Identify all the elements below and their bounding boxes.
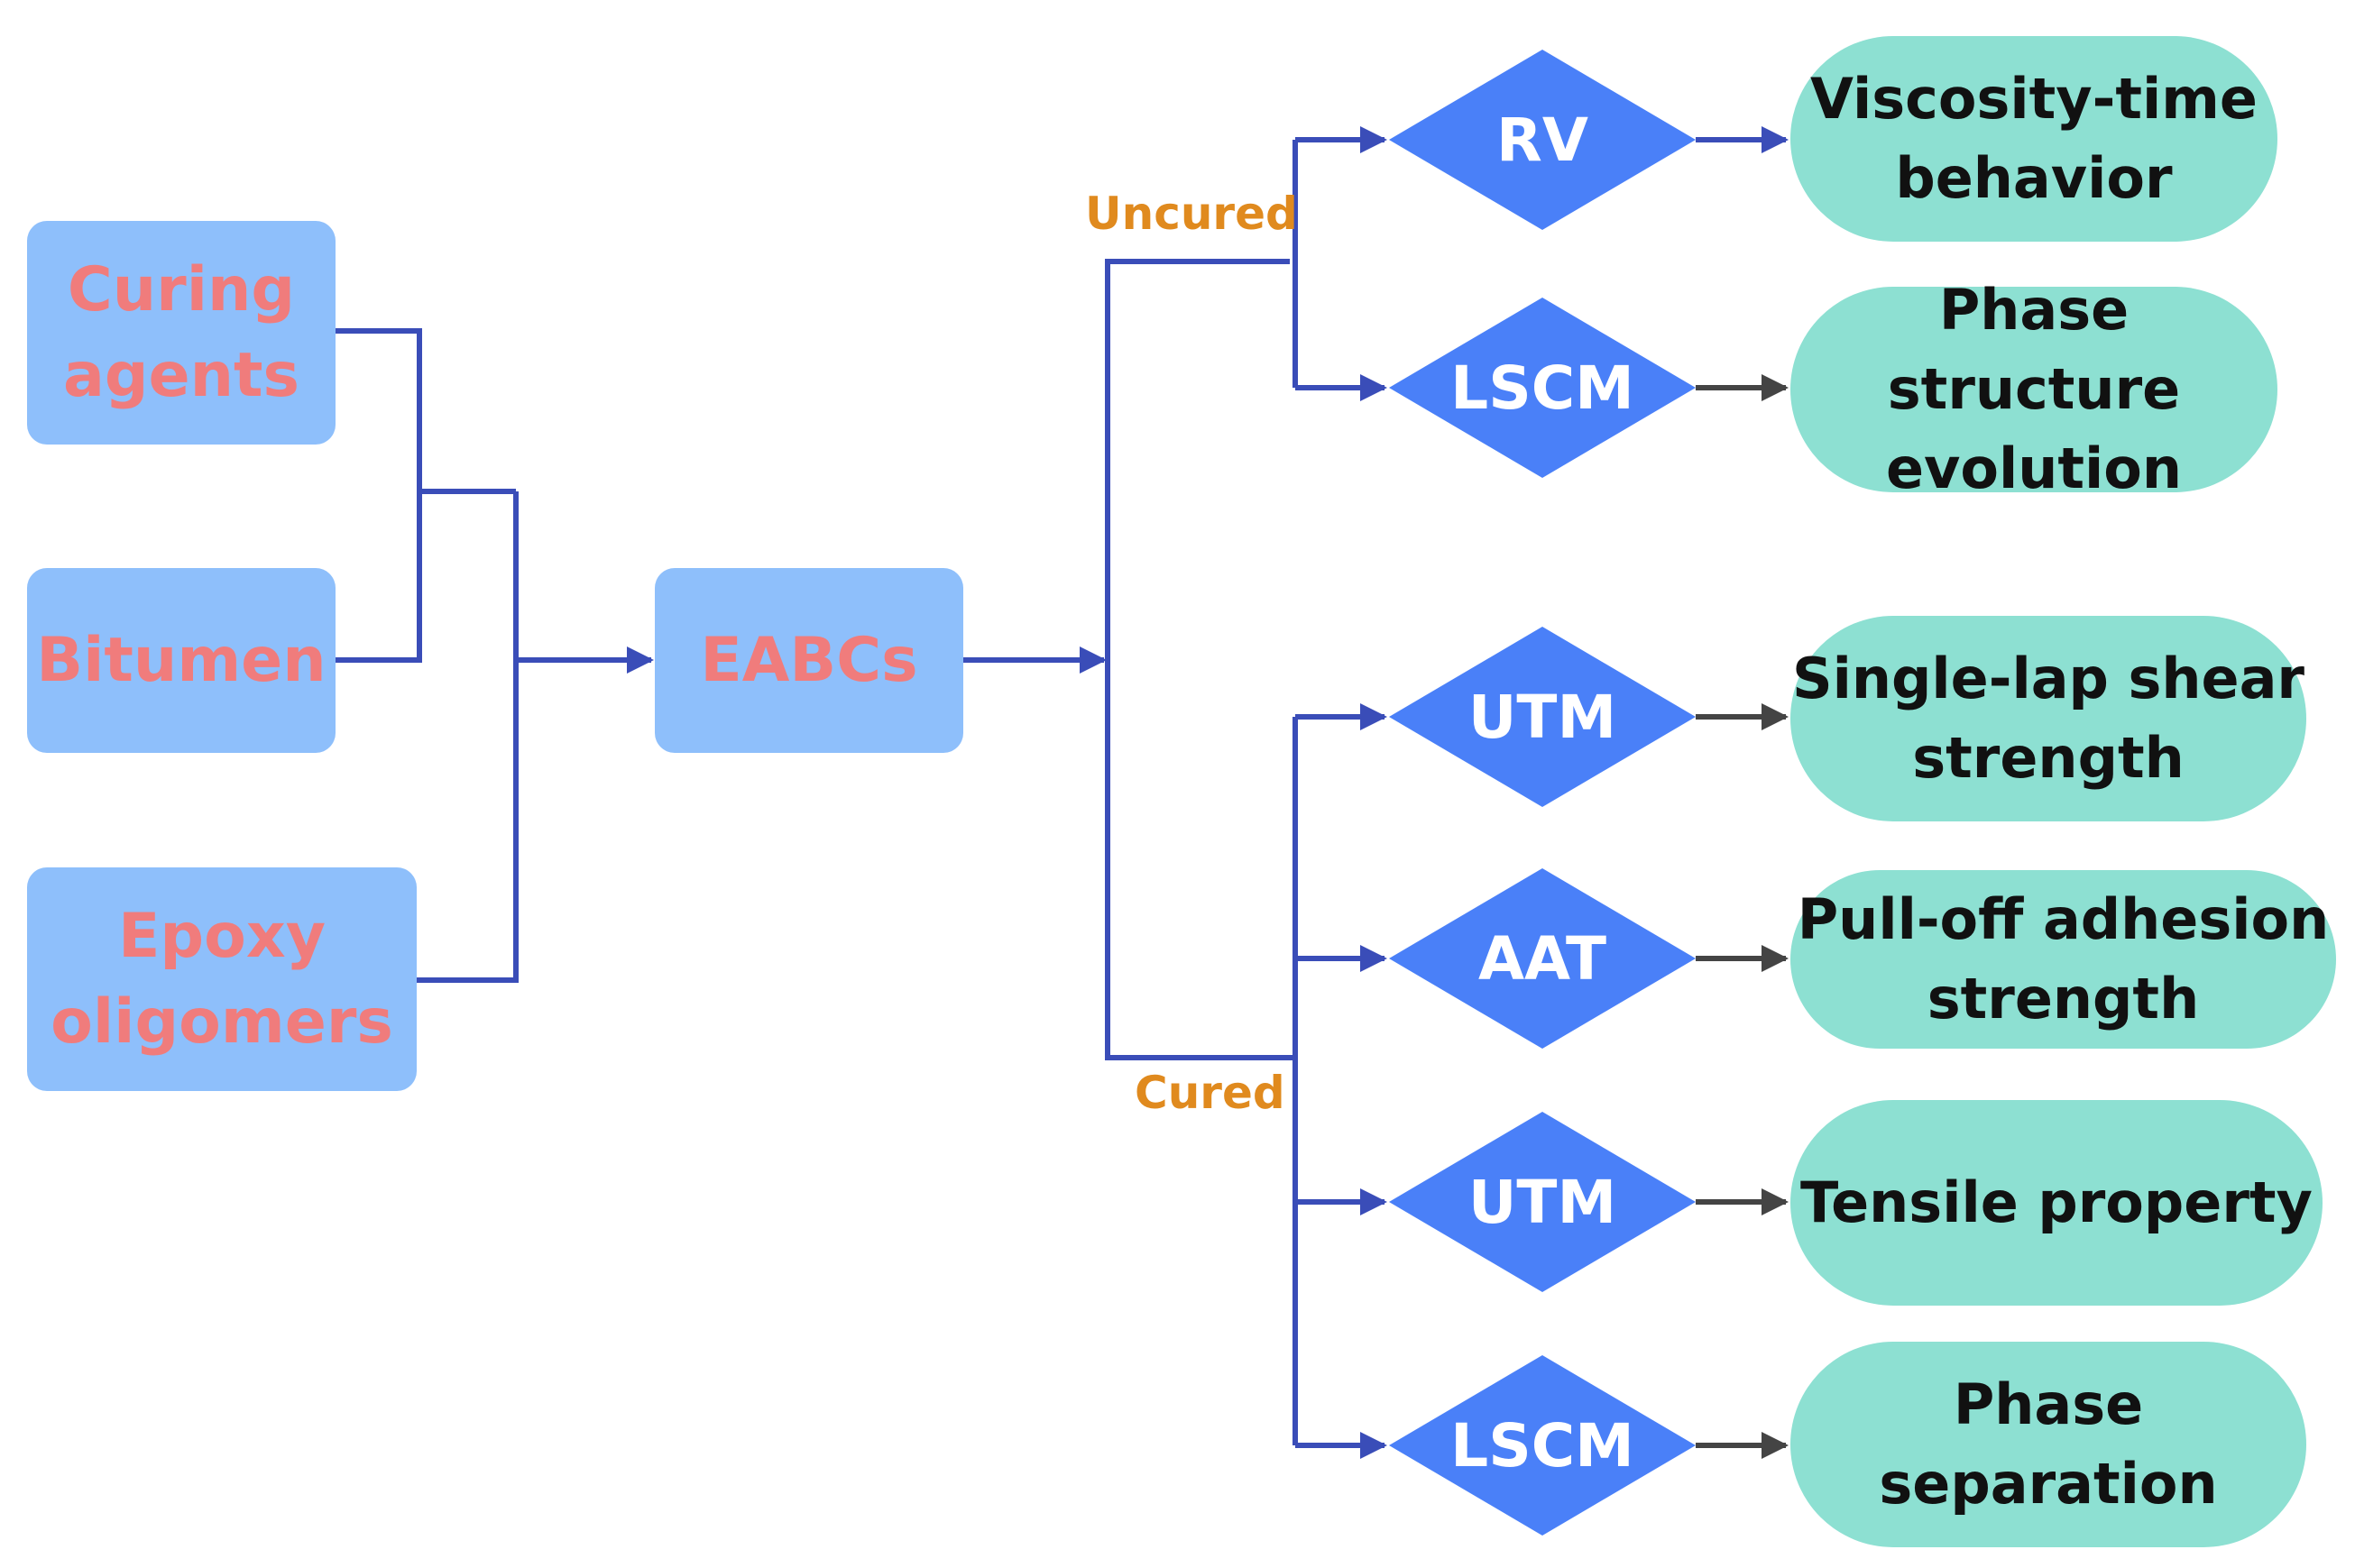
input-label-bitumen: Bitumen [36,625,327,696]
branch-connectors [963,140,1298,1445]
diamond-utm-2 [1389,1112,1696,1292]
method-connectors [1295,126,1387,1459]
result-pill-1 [1790,36,2277,242]
result-label-3: Single-lap shear strength [1791,646,2305,791]
result-pill-6 [1790,1342,2306,1547]
result-connectors [1696,126,1789,1459]
diamond-lscm-1 [1389,298,1696,478]
diamond-rv [1389,50,1696,230]
input-box-curing [27,221,336,445]
diamond-utm-1 [1389,627,1696,807]
method-label-utm-2: UTM [1467,1167,1617,1237]
branch-label-uncured: Uncured [1085,188,1298,240]
input-connectors [336,328,654,983]
method-label-lscm-1: LSCM [1450,353,1634,423]
result-pills [1790,36,2336,1547]
result-pill-4 [1790,870,2336,1049]
method-label-utm-1: UTM [1467,682,1617,752]
product-box [655,568,963,753]
result-label-2: Phase structure evolution [1885,277,2183,501]
branch-label-cured: Cured [1135,1067,1285,1119]
diamond-lscm-2 [1389,1355,1696,1536]
result-label-4: Pull-off adhesion strength [1797,886,2330,1032]
method-label-lscm-2: LSCM [1450,1410,1634,1481]
result-label-5: Tensile property [1800,1169,2313,1235]
input-box-bitumen [27,568,336,753]
result-pill-3 [1790,616,2306,821]
diamond-aat [1389,868,1696,1049]
method-label-aat: AAT [1477,923,1607,994]
method-diamonds [1389,50,1696,1536]
product-label: EABCs [700,625,918,696]
result-pill-2 [1790,287,2277,492]
input-box-epoxy [27,867,417,1091]
input-label-epoxy: Epoxy oligomers [51,901,393,1058]
result-pill-5 [1790,1100,2323,1306]
result-label-6: Phase separation [1879,1371,2218,1517]
input-label-curing: Curing agents [62,254,300,411]
method-label-rv: RV [1496,105,1588,175]
result-label-1: Viscosity-time behavior [1810,66,2258,211]
